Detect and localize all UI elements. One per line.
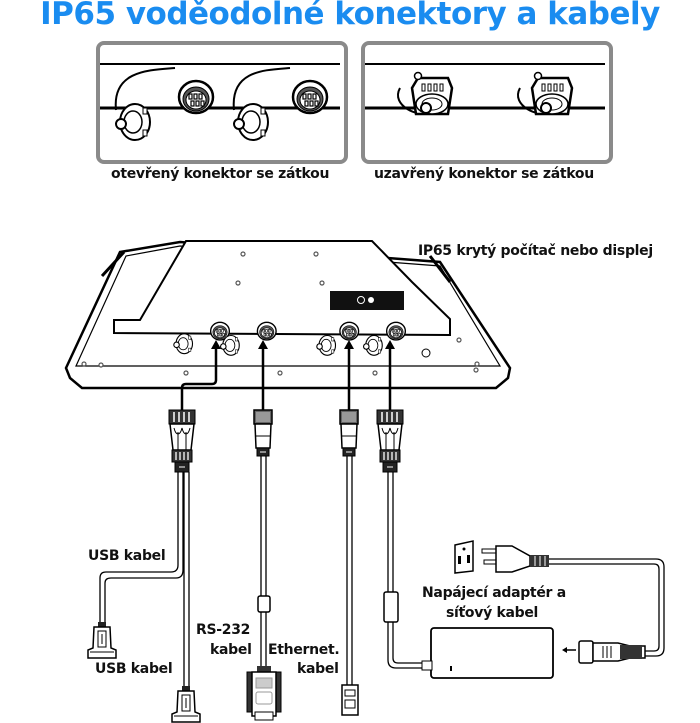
cable-leads bbox=[180, 344, 392, 410]
mains-plug bbox=[481, 545, 549, 573]
rj45-connector bbox=[341, 684, 359, 716]
usb-cable-plug bbox=[168, 409, 196, 473]
closed-connector-illustration bbox=[365, 63, 605, 116]
ethernet-cable-label-line1: Ethernet. bbox=[268, 642, 340, 658]
ethernet-cable-label-line2: kabel bbox=[297, 661, 339, 677]
wall-outlet bbox=[454, 540, 474, 574]
power-cable-plug bbox=[376, 409, 404, 473]
rs232-cable-plug bbox=[253, 409, 273, 457]
usb-connector-2 bbox=[171, 685, 201, 723]
rs232-cable-label-line1: RS-232 bbox=[196, 622, 251, 638]
db9-connector bbox=[246, 666, 282, 721]
power-adapter-label-line2: síťový kabel bbox=[446, 605, 539, 621]
cable-lines bbox=[99, 456, 665, 688]
page-title: IP65 voděodolné konektory a kabely bbox=[40, 0, 660, 32]
iec-connector bbox=[578, 640, 646, 664]
open-connector-caption: otevřený konektor se zátkou bbox=[111, 166, 330, 182]
usb-cable-label-1: USB kabel bbox=[88, 548, 166, 564]
usb-connector-1 bbox=[87, 621, 117, 659]
closed-connector-caption: uzavřený konektor se zátkou bbox=[374, 166, 594, 182]
power-adapter-label-line1: Napájecí adaptér a bbox=[422, 585, 566, 601]
device-label: IP65 krytý počítač nebo displej bbox=[418, 243, 653, 259]
ip65-device bbox=[64, 240, 512, 390]
arrow-heads bbox=[211, 340, 395, 349]
open-connector-illustration bbox=[100, 63, 340, 141]
usb-cable-label-2: USB kabel bbox=[95, 661, 173, 677]
power-adapter bbox=[421, 627, 554, 679]
ethernet-cable-plug bbox=[339, 409, 359, 457]
rs232-cable-label-line2: kabel bbox=[210, 642, 252, 658]
